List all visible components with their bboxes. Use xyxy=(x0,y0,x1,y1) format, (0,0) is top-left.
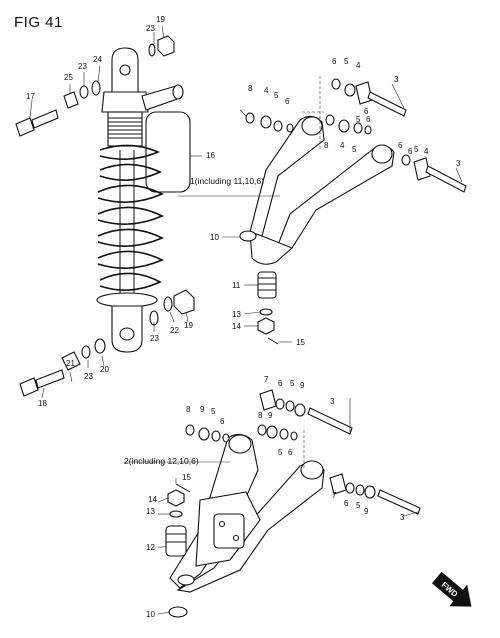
callout-6-e: 6 xyxy=(398,141,403,150)
callout-8-a: 8 xyxy=(248,84,253,93)
callout-5-a: 5 xyxy=(344,57,349,66)
callout-24: 24 xyxy=(93,55,102,64)
callout-3-d: 3 xyxy=(400,513,405,522)
callout-6-a: 6 xyxy=(332,57,337,66)
callout-5-g: 5 xyxy=(211,407,216,416)
callout-3-b: 3 xyxy=(456,159,461,168)
callout-4-a: 4 xyxy=(356,61,361,70)
callout-23-lower-left: 23 xyxy=(84,372,93,381)
upper-arm-hardware xyxy=(239,78,467,345)
lower-arm-hardware xyxy=(165,389,421,618)
callout-23-lower-right: 23 xyxy=(150,334,159,343)
figure-title: FIG 41 xyxy=(14,14,63,31)
callout-25: 25 xyxy=(64,73,73,82)
lower-arm-note: 2(including 12,10,6) xyxy=(124,456,199,466)
callout-15-lower: 15 xyxy=(182,473,191,482)
leader-lines xyxy=(29,25,463,615)
callout-20: 20 xyxy=(100,365,109,374)
callout-6-j: 6 xyxy=(344,499,349,508)
callout-labels: 19 23 24 23 25 17 16 6 5 4 3 8 4 5 6 6 5… xyxy=(26,15,461,619)
upper-a-arm xyxy=(249,115,395,265)
callout-6-f: 6 xyxy=(408,147,413,156)
callout-5-d: 5 xyxy=(352,145,357,154)
callout-8-d: 8 xyxy=(258,411,263,420)
callout-9-c: 9 xyxy=(268,411,273,420)
callout-5-f: 5 xyxy=(290,379,295,388)
callout-11: 11 xyxy=(232,281,241,290)
callout-17: 17 xyxy=(26,92,35,101)
callout-5-c: 5 xyxy=(356,115,361,124)
callout-14-upper: 14 xyxy=(232,322,241,331)
shock-top-hardware xyxy=(15,35,175,137)
callout-19-lower: 19 xyxy=(184,321,193,330)
callout-10-upper: 10 xyxy=(210,233,219,242)
callout-9-d: 9 xyxy=(364,507,369,516)
callout-5-b: 5 xyxy=(274,91,279,100)
callout-18: 18 xyxy=(38,399,47,408)
callout-6-i: 6 xyxy=(288,448,293,457)
callout-22: 22 xyxy=(170,326,179,335)
callout-19-top: 19 xyxy=(156,15,165,24)
callout-23-top: 23 xyxy=(146,24,155,33)
callout-15-upper: 15 xyxy=(296,338,305,347)
callout-4-c: 4 xyxy=(340,141,345,150)
callout-13-upper: 13 xyxy=(232,310,241,319)
callout-6-c: 6 xyxy=(364,107,369,116)
callout-6-b: 6 xyxy=(285,97,290,106)
callout-9-a: 9 xyxy=(300,381,305,390)
callout-6-d: 6 xyxy=(366,115,371,124)
callout-16: 16 xyxy=(206,151,215,160)
callout-3-c: 3 xyxy=(330,397,335,406)
shock-absorber xyxy=(96,47,191,353)
callout-8-c: 8 xyxy=(186,405,191,414)
callout-9-b: 9 xyxy=(200,405,205,414)
callout-5-i: 5 xyxy=(356,501,361,510)
callout-4-d: 4 xyxy=(424,147,429,156)
shock-bottom-hardware xyxy=(19,289,195,397)
lower-a-arm xyxy=(169,433,325,593)
callout-6-g: 6 xyxy=(278,379,283,388)
callout-23-upper: 23 xyxy=(78,62,87,71)
callout-3-a: 3 xyxy=(394,75,399,84)
callout-4-b: 4 xyxy=(264,86,269,95)
callout-7-a: 7 xyxy=(264,375,269,384)
callout-21: 21 xyxy=(66,359,75,368)
callout-12: 12 xyxy=(146,543,155,552)
callout-5-h: 5 xyxy=(278,448,283,457)
callout-10-lower: 10 xyxy=(146,610,155,619)
forward-arrow: FWD xyxy=(431,571,472,607)
callout-8-b: 8 xyxy=(324,141,329,150)
callout-5-e: 5 xyxy=(414,145,419,154)
callout-13-lower: 13 xyxy=(146,507,155,516)
callout-7-b: 7 xyxy=(332,491,337,500)
callout-6-h: 6 xyxy=(220,417,225,426)
upper-arm-note: 1(including 11,10,6) xyxy=(190,176,264,186)
callout-14-lower: 14 xyxy=(148,495,157,504)
